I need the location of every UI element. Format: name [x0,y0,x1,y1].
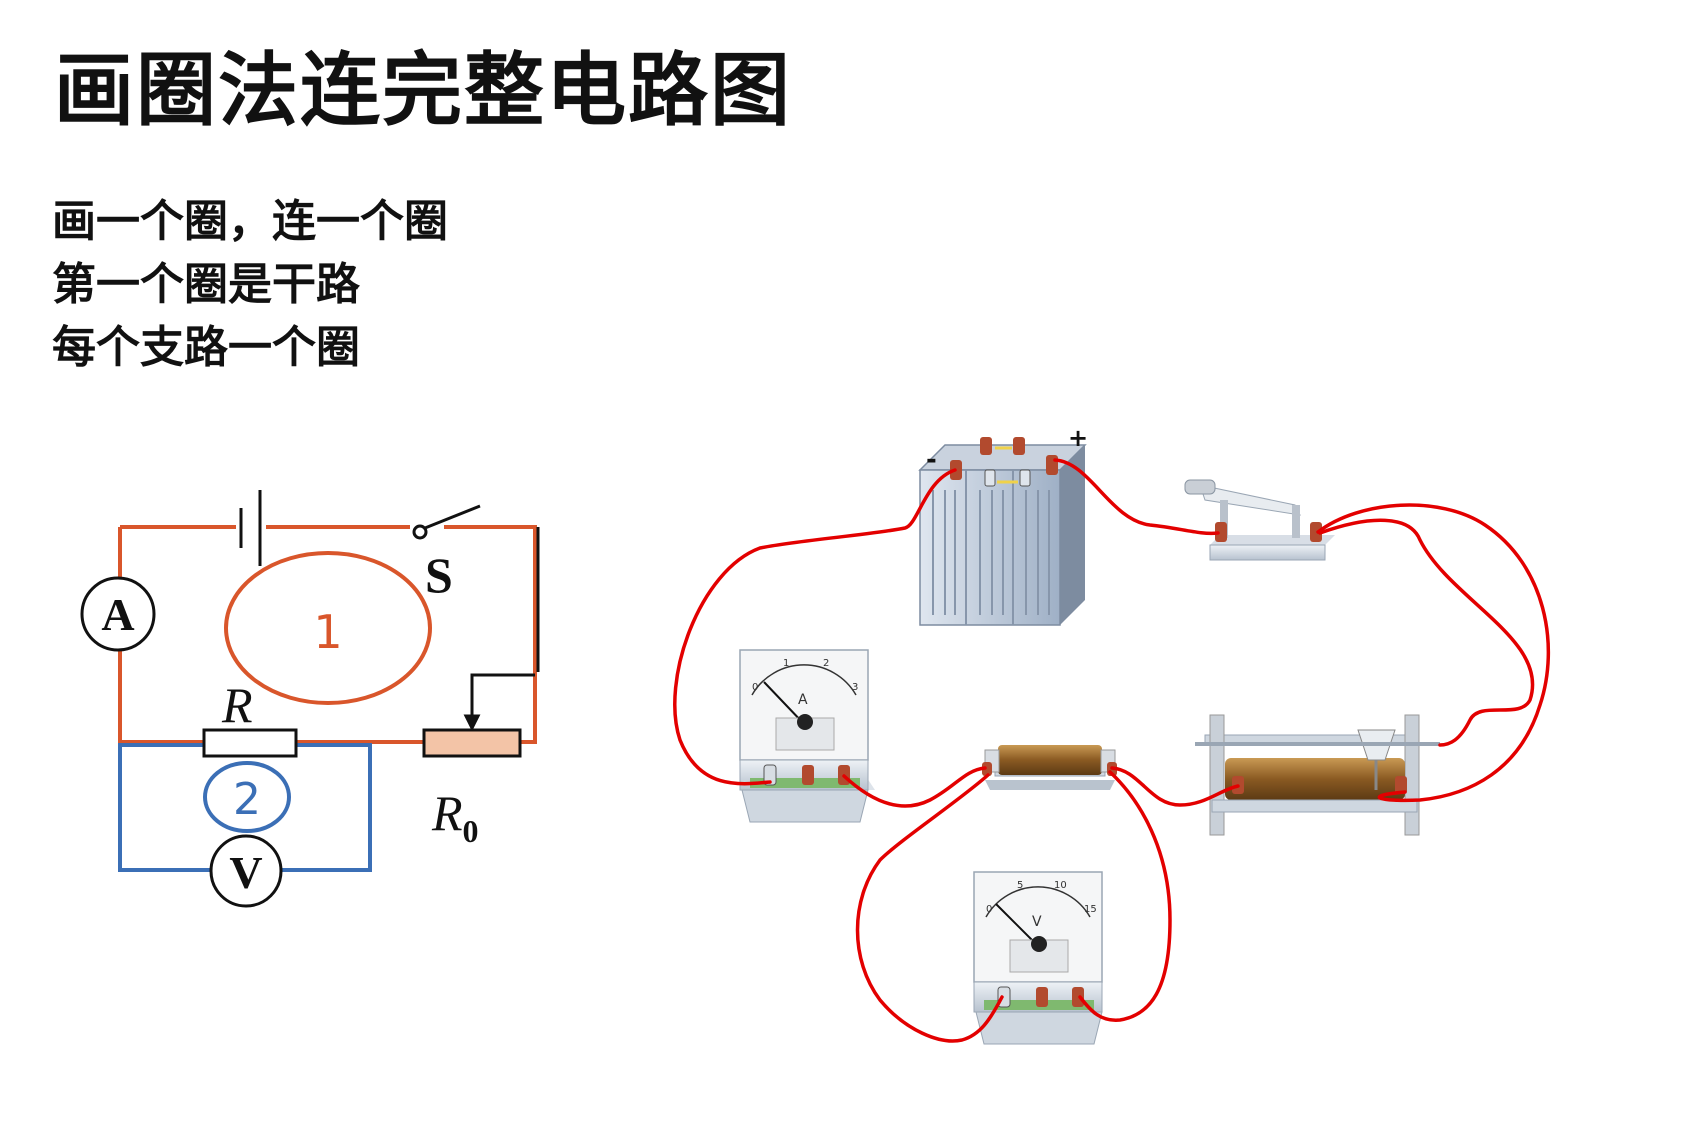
resistor-label: R [221,677,253,733]
resistor-symbol [202,728,298,758]
ammeter-scale-2: 2 [823,658,829,669]
rheostat-label-main: R [431,785,463,841]
ammeter-scale-1: 1 [783,658,789,669]
battery-symbol [236,490,266,566]
loop1-ellipse [224,551,432,705]
physical-voltmeter: 0 5 10 15 V [973,871,1103,1045]
voltmeter-scale-2: 10 [1054,880,1067,891]
physical-resistor [982,745,1117,790]
ammeter-scale-0: 0 [752,682,758,693]
wire-switch-loop [1318,518,1535,747]
ammeter-symbol: A [80,576,156,652]
rheostat-label: R0 [431,785,479,849]
red-wires [673,458,1551,1043]
wire-resistor-to-voltmeter-right [1078,770,1172,1022]
wire-battery-plus-to-switch [1053,458,1220,536]
circuit-schematic: S A 1 R R0 2 V [80,490,540,908]
battery-minus-label: - [926,445,937,475]
rules-list: 画一个圈，连一个圈 第一个圈是干路 每个支路一个圈 [52,190,448,379]
page-title: 画圈法连完整电路图 [54,44,792,137]
voltmeter-symbol: V [209,834,283,908]
rheostat-symbol [422,728,522,758]
physical-rheostat [1195,714,1440,836]
voltmeter-scale-0: 0 [986,904,992,915]
rheostat-label-sub: 0 [463,813,479,849]
rule-line-3: 每个支路一个圈 [52,322,360,373]
wire-resistor-to-rheostat [1110,766,1240,807]
knife-switch [1184,479,1335,561]
switch-label: S [425,547,453,603]
battery-pack: - + [918,424,1088,626]
wire-resistor-to-voltmeter-left [855,773,1004,1043]
loop1-label: 1 [313,605,342,659]
wire-ammeter-to-resistor [842,766,987,808]
voltmeter-scale-1: 5 [1017,880,1023,891]
physical-circuit: - + 0 1 2 3 A [673,424,1551,1045]
rule-line-1: 画一个圈，连一个圈 [52,196,448,247]
voltmeter-scale-3: 15 [1084,904,1097,915]
switch-symbol [412,504,481,540]
ammeter-scale-3: 3 [852,682,858,693]
wire-switch-to-rheostat [1316,503,1551,803]
loop2-ellipse [203,761,291,833]
rule-line-2: 第一个圈是干路 [52,259,360,310]
voltmeter-symbol-letter: V [229,847,262,898]
ammeter-symbol-letter: A [101,589,134,640]
physical-ammeter: 0 1 2 3 A [739,649,875,823]
voltmeter-face-letter: V [1032,914,1042,930]
wire-battery-minus-to-ammeter [673,468,957,786]
schematic-wires [463,527,540,732]
loop2-label: 2 [233,774,261,825]
ammeter-face-letter: A [798,692,808,708]
battery-plus-label: + [1068,424,1088,452]
